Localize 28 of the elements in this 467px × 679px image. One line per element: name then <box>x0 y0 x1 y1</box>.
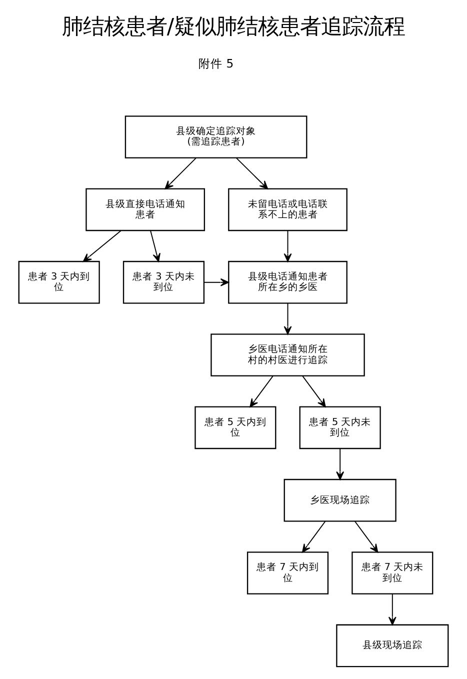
node-box: 患者 7 天内未到位 <box>352 552 434 594</box>
arrow <box>284 230 292 262</box>
arrow <box>388 594 396 626</box>
arrow <box>336 448 344 480</box>
node-box: 乡医电话通知所在村的村医进行追踪 <box>210 334 365 376</box>
arrow <box>82 230 122 262</box>
node-box: 县级确定追踪对象(需追踪患者) <box>124 116 308 158</box>
arrow <box>236 158 268 190</box>
node-box: 患者 5 天内到位 <box>194 406 276 450</box>
arrow <box>284 302 292 335</box>
node-box: 县级直接电话通知患者 <box>86 188 206 232</box>
arrow <box>203 278 229 286</box>
arrow <box>302 376 326 408</box>
node-box: 患者 5 天内未到位 <box>299 406 381 450</box>
label: 附件 5 <box>198 56 234 70</box>
diagram-title: 肺结核患者/疑似肺结核患者追踪流程 <box>62 14 406 40</box>
node-box: 乡医现场追踪 <box>284 478 396 522</box>
arrow <box>164 158 196 190</box>
arrow <box>302 520 326 553</box>
node-box: 患者 3 天内未到位 <box>122 260 205 304</box>
arrow <box>250 376 274 408</box>
node-box: 未留电话或电话联系不上的患者 <box>228 188 348 232</box>
node-box: 县级电话通知患者所在乡的乡医 <box>228 260 348 304</box>
arrow <box>354 520 378 553</box>
node-box: 患者 3 天内到位 <box>18 260 100 304</box>
node-box: 县级现场追踪 <box>336 624 449 668</box>
arrow <box>150 230 160 262</box>
node-box: 患者 7 天内到位 <box>246 552 329 594</box>
